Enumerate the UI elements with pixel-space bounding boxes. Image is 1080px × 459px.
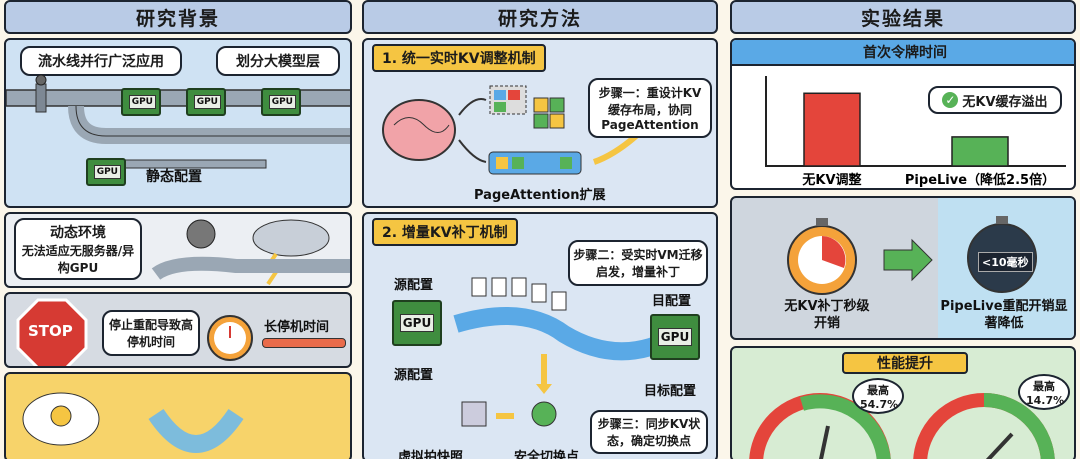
check-icon: ✓ (942, 92, 959, 108)
gauge2-text: 最高14.7% (1026, 379, 1065, 407)
dynamic-env-bubble: 动态环境 无法适应无服务器/异构GPU (14, 218, 142, 280)
solution-panel (4, 372, 352, 459)
no-patch-cost-text: 无KV补丁秒级开销 (784, 299, 870, 331)
chart-bar (803, 92, 861, 167)
gpu-chip-label: GPU (268, 95, 296, 109)
background-column: 研究背景 流水线并行广泛应用 划分大模型层 GPU GPU GPU GPU 静态… (4, 0, 352, 459)
results-column: 实验结果 首次令牌时间 无KV调整 PipeLive（降低2.5倍） ✓ 无KV缓… (730, 0, 1076, 459)
split-layers-bubble: 划分大模型层 (216, 46, 340, 76)
pipelive-cost-text: PipeLive重配开销显著降低 (940, 299, 1068, 331)
source-config-label-bottom: 源配置 (394, 368, 434, 383)
migration-stream (453, 277, 675, 427)
dynamic-env-desc: 无法适应无服务器/异构GPU (21, 244, 135, 275)
step2-panel: 2. 增量KV补丁机制 步骤二：受实时VM迁移启发，增量补丁 源配置 GPU 源… (362, 212, 718, 459)
gauge2-bubble: 最高14.7% (1018, 374, 1070, 410)
pipeline-bubble-text: 流水线并行广泛应用 (38, 54, 164, 70)
pipeline-bubble: 流水线并行广泛应用 (20, 46, 182, 76)
ttft-chart-panel: 首次令牌时间 无KV调整 PipeLive（降低2.5倍） ✓ 无KV缓存溢出 (730, 38, 1076, 190)
source-config-label-top: 源配置 (394, 278, 434, 293)
downtime-illustration (787, 198, 1074, 338)
gauge-icons (749, 393, 1055, 459)
gpu-chip: GPU (186, 88, 226, 116)
long-downtime-label: 长停机时间 (264, 320, 330, 335)
downtime-panel: <10毫秒 无KV补丁秒级开销 PipeLive重配开销显著降低 (730, 196, 1076, 340)
step2-bubble: 步骤二：受实时VM迁移启发，增量补丁 (568, 240, 708, 286)
stop-sign-icon (16, 298, 88, 366)
gpu-chip-label: GPU (193, 95, 221, 109)
step2-bubble-text: 步骤二：受实时VM迁移启发，增量补丁 (573, 248, 703, 279)
step3-bubble: 步骤三：同步KV状态，确定切换点 (590, 410, 708, 454)
step2-title: 2. 增量KV补丁机制 (372, 218, 518, 246)
split-layers-text: 划分大模型层 (236, 54, 320, 70)
performance-panel: 性能提升 最高54.7% 最高14.7% (730, 346, 1076, 459)
ttft-chart-title: 首次令牌时间 (863, 45, 947, 61)
lightbulb-icon (22, 392, 244, 453)
method-title: 研究方法 (362, 0, 718, 34)
gpu-chip: GPU (121, 88, 161, 116)
background-title: 研究背景 (4, 0, 352, 34)
stop-desc-text: 停止重配导致高停机时间 (108, 318, 193, 349)
no-patch-cost-label: 无KV补丁秒级开销 (782, 298, 872, 332)
downtime-bar (262, 338, 346, 348)
timer-readout: <10毫秒 (978, 252, 1033, 272)
step1-panel: 1. 统一实时KV调整机制 步骤一：重设计KV缓存布局，协同PageAttent… (362, 38, 718, 208)
gpu-chip-label: GPU (93, 165, 121, 179)
no-overflow-badge: ✓ 无KV缓存溢出 (928, 86, 1062, 114)
target-gpu-label: GPU (657, 328, 693, 346)
results-title: 实验结果 (730, 0, 1076, 34)
pipelive-cost-label: PipeLive重配开销显著降低 (936, 298, 1072, 332)
source-gpu-label: GPU (399, 314, 435, 332)
switch-point-label: 安全切换点 (514, 450, 580, 459)
snapshot-label: 虚拟拍快照 (398, 450, 464, 459)
target-config-label-bottom: 目标配置 (644, 384, 697, 399)
step1-bubble: 步骤一：重设计KV缓存布局，协同PageAttention (588, 78, 712, 138)
brain-icon (382, 85, 638, 175)
perf-title-bar: 性能提升 (842, 352, 968, 374)
stop-sign-text: STOP (28, 322, 73, 340)
static-config-label: 静态配置 (146, 169, 202, 185)
gauge1-text: 最高54.7% (860, 383, 899, 411)
perf-title: 性能提升 (877, 356, 933, 372)
ttft-chart-title-bar: 首次令牌时间 (732, 40, 1074, 66)
chart-category-label: PipeLive（降低2.5倍） (905, 172, 1055, 188)
target-gpu-chip: GPU (650, 314, 700, 360)
no-overflow-text: 无KV缓存溢出 (962, 94, 1048, 110)
chart-bar (951, 136, 1009, 167)
chart-category-label: 无KV调整 (801, 172, 862, 188)
gpu-chip: GPU (86, 158, 126, 186)
ttft-bar-chart: 无KV调整 PipeLive（降低2.5倍） (765, 76, 1066, 188)
step1-title: 1. 统一实时KV调整机制 (372, 44, 546, 72)
method-column: 研究方法 1. 统一实时KV调整机制 步骤一：重设计KV缓存布局，协同PageA… (362, 0, 718, 459)
stopwatch-icon (207, 315, 253, 361)
stop-panel: STOP 停止重配导致高停机时间 长停机时间 (4, 292, 352, 368)
step1-bubble-text: 步骤一：重设计KV缓存布局，协同PageAttention (598, 86, 702, 132)
pipeline-panel: 流水线并行广泛应用 划分大模型层 GPU GPU GPU GPU 静态配置 (4, 38, 352, 208)
gpu-chip-label: GPU (128, 95, 156, 109)
source-gpu-chip: GPU (392, 300, 442, 346)
target-config-label-top: 目配置 (652, 294, 692, 309)
dynamic-env-panel: 动态环境 无法适应无服务器/异构GPU (4, 212, 352, 288)
dynamic-env-title: 动态环境 (50, 225, 106, 241)
gpu-chip: GPU (261, 88, 301, 116)
gauge1-bubble: 最高54.7% (852, 378, 904, 414)
stop-desc-bubble: 停止重配导致高停机时间 (102, 310, 200, 356)
pageattention-caption: PageAttention扩展 (474, 188, 606, 203)
step3-bubble-text: 步骤三：同步KV状态，确定切换点 (597, 417, 701, 448)
storm-cloud-icon (151, 219, 350, 286)
